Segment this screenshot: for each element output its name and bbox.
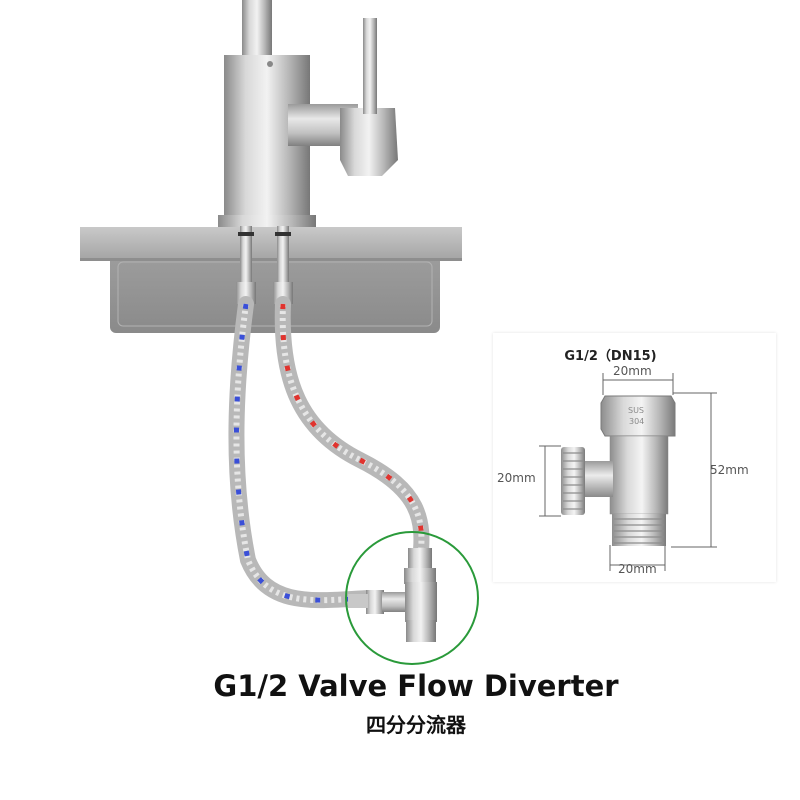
dimension-top-width: 20mm [613,364,652,378]
diverter-dimension-drawing: SUS 304 [539,373,717,571]
highlight-circle [345,531,479,665]
stamp-line-1: SUS [628,406,644,415]
cold-water-hose [228,296,378,609]
faucet [218,0,398,227]
dimension-height: 52mm [710,463,749,477]
dimension-lines [539,373,717,571]
inset-title: G1/2（DN15) [564,349,657,364]
countertop [80,227,462,261]
diverter-body: SUS 304 [561,395,676,546]
dimension-inset: SUS 304 G1/2（DN15) 20mm 20mm 52mm 20mm [493,333,776,582]
dimension-side-outlet: 20mm [497,471,536,485]
product-subtitle: 四分分流器 [366,713,466,737]
hot-water-hose [274,296,430,568]
stamp-line-2: 304 [629,417,644,426]
diverter-fitting [348,548,437,642]
product-title: G1/2 Valve Flow Diverter [213,669,619,703]
dimension-bottom-width: 20mm [618,562,657,576]
cold-stripe [233,303,371,603]
hot-stripe [280,303,424,561]
